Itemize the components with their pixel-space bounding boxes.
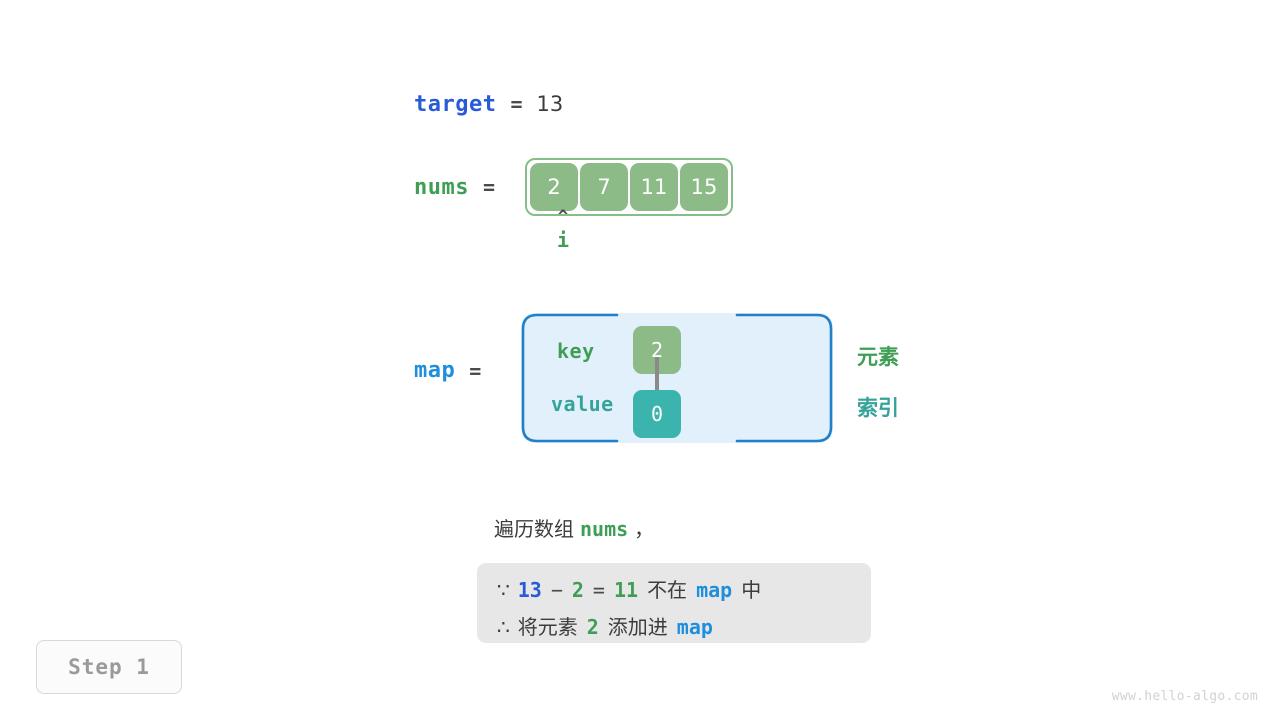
caption-suffix: ，	[634, 517, 655, 541]
target-variable-name: target	[414, 92, 497, 117]
therefore-symbol: ∴	[497, 615, 510, 639]
watermark: www.hello-algo.com	[1111, 689, 1258, 704]
note-text-add-element: 将元素	[517, 615, 578, 639]
map-key-label: key	[557, 339, 595, 363]
minus-operator: −	[550, 578, 563, 602]
explanation-line-1: ∵ 13−2 = 11 不在 map 中	[497, 574, 761, 603]
note-value-target: 13	[517, 578, 542, 602]
target-value: 13	[536, 92, 564, 116]
note-value-complement: 11	[613, 578, 639, 602]
nums-array: 2 7 11 15	[525, 158, 734, 216]
target-equals-sign: =	[510, 92, 523, 116]
caption-prefix: 遍历数组	[494, 517, 574, 541]
map-row: map =	[414, 358, 481, 383]
equals-operator: =	[592, 578, 605, 602]
nums-equals-sign: =	[482, 175, 496, 199]
map-value-label: value	[551, 392, 614, 416]
explanation-line-2: ∴ 将元素 2 添加进 map	[497, 611, 713, 640]
note-text-notin: 不在	[647, 578, 688, 602]
pointer-label-i: i	[556, 228, 570, 252]
step-badge-label: Step 1	[68, 655, 150, 679]
map-container: key value 2 0	[521, 313, 833, 443]
note-value-added: 2	[586, 615, 599, 639]
nums-cell: 2	[530, 163, 579, 211]
nums-cell: 7	[580, 163, 629, 211]
nums-index-pointer: ^ i	[548, 208, 578, 254]
step-badge: Step 1	[36, 640, 182, 694]
because-symbol: ∵	[497, 578, 510, 602]
nums-cell: 11	[630, 163, 679, 211]
nums-cell: 15	[680, 163, 729, 211]
note-value-current: 2	[571, 578, 584, 602]
explanation-box: ∵ 13−2 = 11 不在 map 中 ∴ 将元素 2 添加进 map	[477, 563, 871, 643]
map-variable-name: map	[414, 358, 456, 383]
note-keyword-map: map	[696, 578, 733, 602]
map-side-label-element: 元素	[857, 345, 899, 369]
target-row: target = 13	[414, 92, 563, 117]
map-value-cell: 0	[633, 390, 681, 438]
nums-row: nums = 2 7 11 15	[414, 158, 734, 216]
map-side-label-index: 索引	[857, 396, 899, 420]
map-entries: key value 2 0	[521, 313, 833, 443]
nums-variable-name: nums	[414, 174, 469, 200]
note-text-in: 中	[741, 578, 762, 602]
caption-keyword-nums: nums	[580, 517, 629, 541]
map-equals-sign: =	[469, 358, 482, 383]
caret-up-icon: ^	[557, 207, 569, 227]
note-text-addinto: 添加进	[607, 615, 668, 639]
note-keyword-map-2: map	[676, 615, 713, 639]
map-box-bracket-frame	[521, 313, 833, 443]
